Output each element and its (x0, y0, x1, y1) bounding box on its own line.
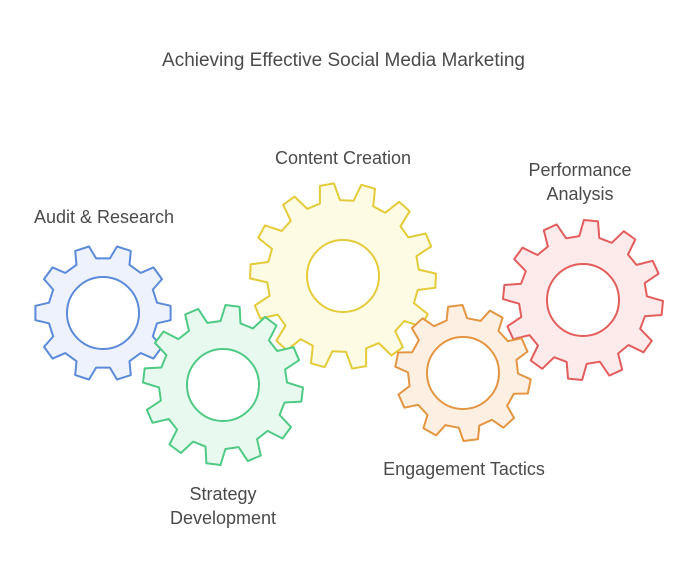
gear-performance-analysis (502, 219, 664, 381)
label-line: Analysis (546, 184, 614, 204)
gear-hole (186, 348, 260, 422)
gear-engagement-tactics (394, 304, 532, 442)
gear-hole (66, 276, 140, 350)
label-engagement-tactics: Engagement Tactics (370, 457, 558, 481)
gear-hole (546, 263, 620, 337)
label-line: Content Creation (274, 148, 412, 168)
diagram-title: Achieving Effective Social Media Marketi… (162, 50, 525, 71)
gear-hole (426, 336, 500, 410)
gear-content-creation (249, 182, 437, 370)
label-line: Audit & Research (33, 207, 175, 227)
label-audit-research: Audit & Research (25, 205, 183, 229)
gear-strategy-development (142, 304, 304, 466)
label-performance-analysis: Performance Analysis (510, 158, 650, 206)
gear-hole (306, 239, 380, 313)
gear-audit-research (34, 245, 172, 381)
label-content-creation: Content Creation (260, 146, 426, 170)
label-strategy-development: Strategy Development (148, 482, 298, 530)
label-line: Engagement Tactics (383, 459, 545, 479)
label-line: Development (169, 508, 277, 528)
label-line: Strategy (189, 484, 257, 504)
label-line: Performance (528, 160, 632, 180)
